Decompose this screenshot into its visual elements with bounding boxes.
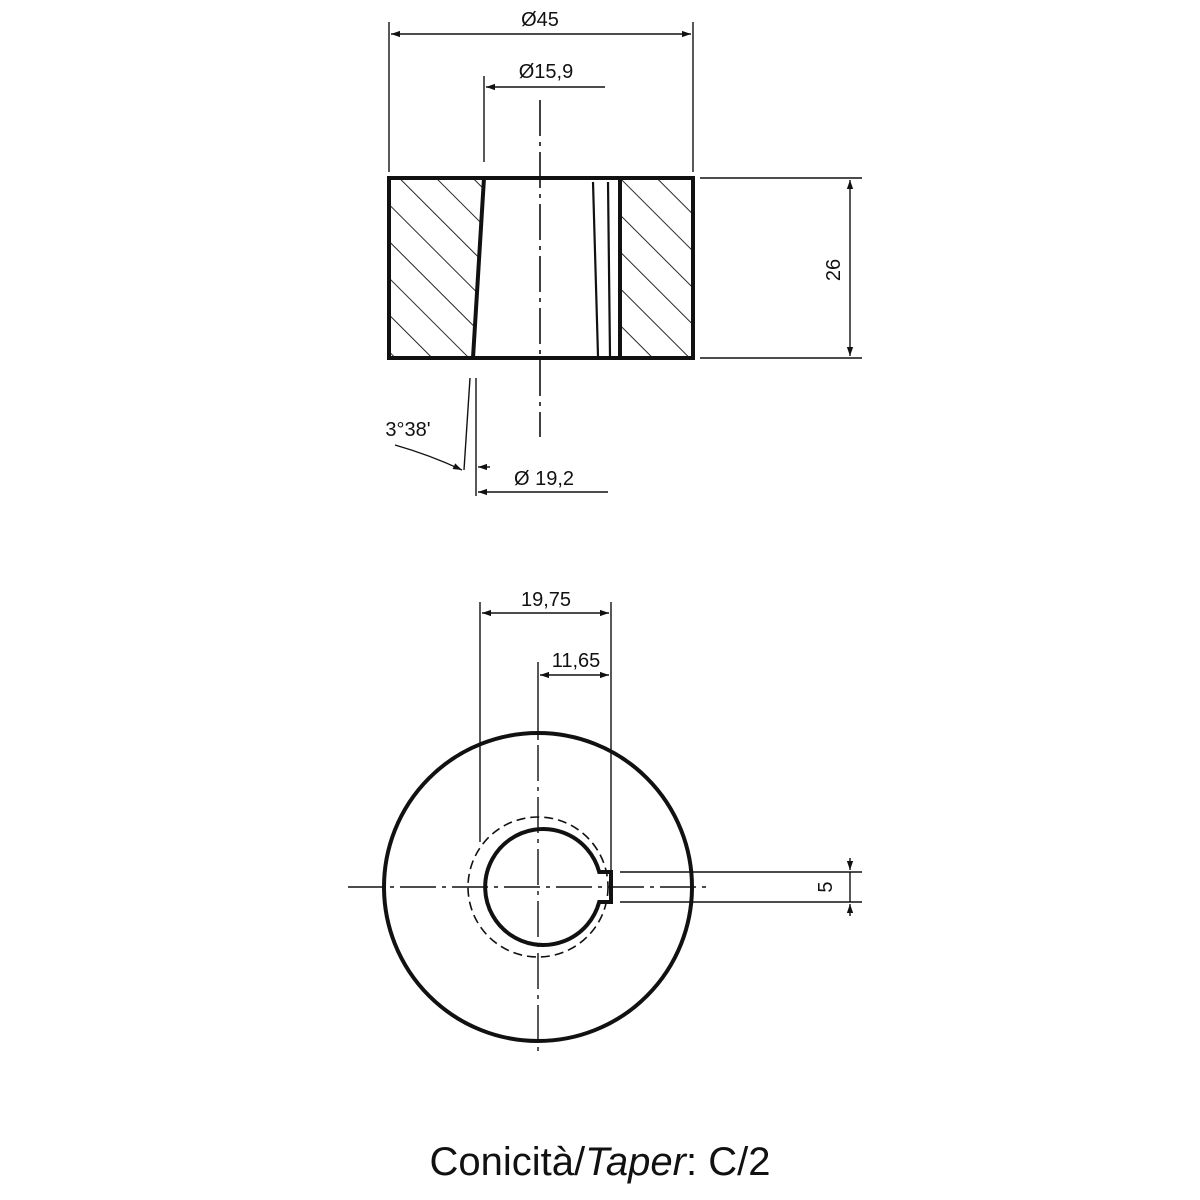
dim-outer-diameter: Ø45: [391, 6, 691, 38]
dim-bore-small-diameter: Ø15,9: [486, 61, 605, 91]
right-wall-section: [618, 176, 695, 360]
bore-small-diameter-label: Ø15,9: [519, 61, 573, 83]
left-wall-section: [387, 176, 487, 360]
height-label: 26: [823, 259, 845, 281]
caption-label-en: Taper: [585, 1140, 686, 1184]
section-view: [387, 100, 695, 437]
caption-label-it: Conicità/: [429, 1140, 586, 1184]
bore-with-keyway: [483, 827, 613, 947]
taper-angle-label: 3°38': [385, 419, 430, 441]
dim-keyway-from-center: 11,65: [540, 650, 609, 679]
dim-keyway-width: 5: [815, 858, 854, 916]
dim-keyway-depth-total: 19,75: [482, 589, 609, 617]
keyway-from-center-label: 11,65: [552, 650, 601, 672]
keyway-depth-total-label: 19,75: [521, 589, 571, 611]
extension-lines-top: [388, 22, 862, 496]
dim-height: 26: [823, 180, 854, 356]
caption-value: C/2: [708, 1140, 771, 1184]
front-view: [348, 731, 712, 1055]
dim-taper-angle: 3°38': [385, 419, 490, 471]
taper-caption: Conicità/Taper: C/2: [0, 1140, 1200, 1185]
dim-bore-large-diameter: Ø 19,2: [478, 468, 608, 496]
bore-large-diameter-label: Ø 19,2: [514, 468, 574, 490]
caption-separator: :: [685, 1140, 698, 1184]
outer-diameter-label: Ø45: [521, 9, 559, 31]
keyway-width-label: 5: [815, 881, 837, 892]
extension-lines-bottom: [479, 602, 862, 903]
